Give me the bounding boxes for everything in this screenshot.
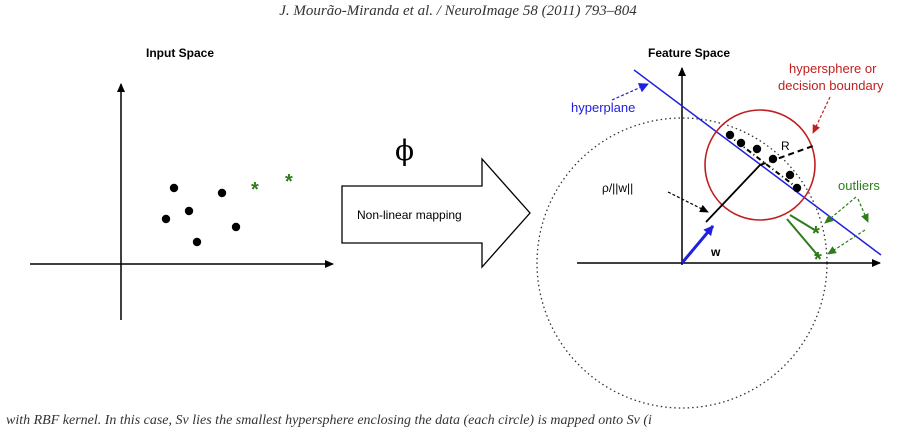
data-point [736,138,746,148]
outlier-distance-2 [786,218,821,259]
hyperplane-label-arrow [611,83,649,101]
feature-outlier-2: * [814,249,822,271]
data-point [217,188,227,198]
outliers-arrow-3 [827,229,866,255]
hypersphere-label-1: hypersphere or [789,61,877,76]
outliers-arrow-1 [824,196,857,224]
figure: Input Space * * ϕ Non-linear mapping Fea… [30,46,884,409]
data-point [161,214,171,224]
phi-symbol: ϕ [395,134,414,167]
distance-label: ρ/||w|| [602,181,633,195]
data-point [785,170,795,180]
distance-line [705,164,761,223]
data-point [792,183,802,193]
outliers-label: outliers [838,178,880,193]
input-outlier-2: * [285,171,293,193]
hyperplane-label: hyperplane [571,100,635,115]
input-outlier-1: * [251,179,259,201]
hypersphere-label-arrow [812,96,831,134]
input-space-title: Input Space [146,46,214,60]
feature-space-title: Feature Space [648,46,730,60]
hypersphere [704,109,816,221]
feature-outlier-1: * [812,223,820,245]
data-point [231,222,241,232]
feature-data-points [725,130,802,193]
figure-caption: with RBF kernel. In this case, Sv lies t… [6,413,652,428]
mapping-arrow-shape [341,157,531,269]
data-point [169,183,179,193]
data-point [768,154,778,164]
outlier-distance-1 [789,214,819,233]
data-point [184,206,194,216]
distance-label-arrow [667,191,709,213]
w-label: w [710,245,721,259]
data-point [192,237,202,247]
w-vector [680,225,715,264]
mapping-label: Non-linear mapping [357,208,462,222]
hyperplane-line [633,69,882,256]
input-data-points [161,183,241,247]
running-head: J. Mourão-Miranda et al. / NeuroImage 58… [279,3,637,19]
data-point [752,144,762,154]
outliers-arrow-2 [857,198,869,223]
hypersphere-label-2: decision boundary [778,78,884,93]
data-point [725,130,735,140]
radius-label: R [781,139,790,153]
